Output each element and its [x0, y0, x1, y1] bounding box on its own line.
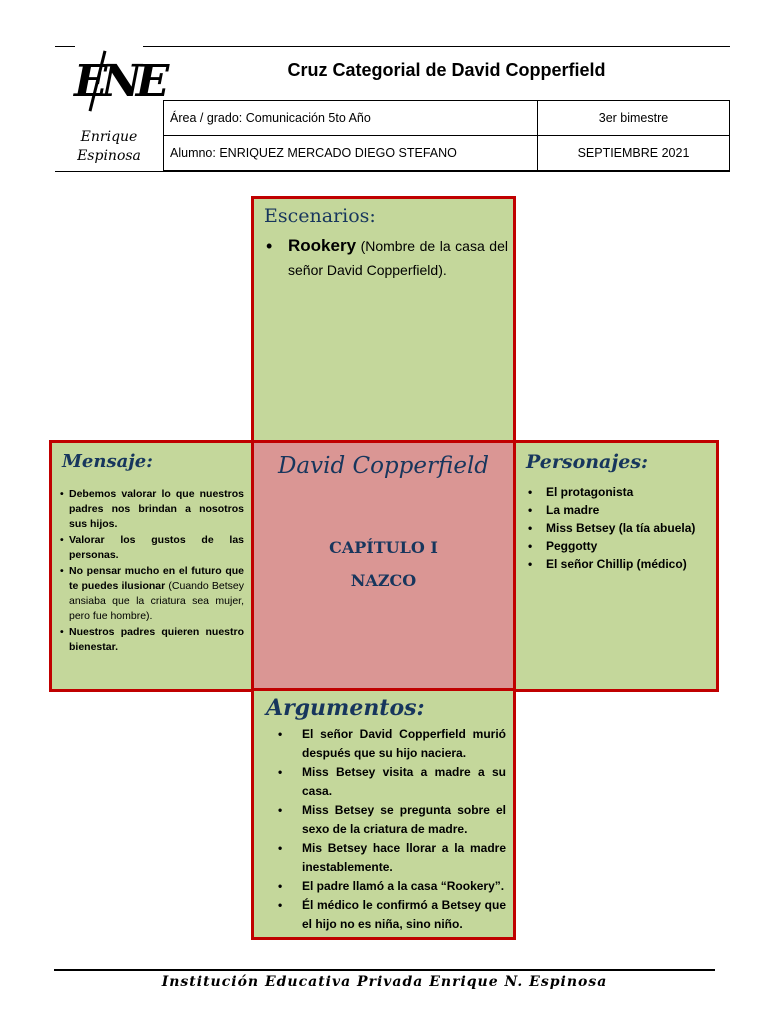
- list-item: Valorar los gustos de las personas.: [60, 533, 244, 563]
- center-box: David Copperfield CAPÍTULO I NAZCO: [251, 440, 516, 692]
- student-cell: Alumno: ENRIQUEZ MERCADO DIEGO STEFANO: [163, 135, 538, 171]
- escenarios-box: Escenarios: Rookery (Nombre de la casa d…: [251, 196, 516, 444]
- argumentos-box: Argumentos: El señor David Copperfield m…: [251, 688, 516, 940]
- info-row-area: Área / grado: Comunicación 5to Año 3er b…: [163, 100, 730, 136]
- info-row-student: Alumno: ENRIQUEZ MERCADO DIEGO STEFANO S…: [163, 135, 730, 171]
- logo-monogram: ENE: [74, 50, 169, 112]
- escenario-detail: (Nombre de la casa del señor David Coppe…: [288, 238, 508, 278]
- list-item: El padre llamó a la casa “Rookery”.: [276, 877, 506, 896]
- list-item: Miss Betsey se pregunta sobre el sexo de…: [276, 801, 506, 839]
- chapter-name: NAZCO: [350, 571, 417, 590]
- header-rule-top: [143, 46, 730, 47]
- list-item: Nuestros padres quieren nuestro bienesta…: [60, 625, 244, 655]
- mensaje-box: Mensaje: Debemos valorar lo que nuestros…: [49, 440, 254, 692]
- list-item: Rookery (Nombre de la casa del señor Dav…: [266, 234, 508, 282]
- school-logo: ENE Enrique Espinosa: [70, 50, 169, 170]
- personajes-title: Personajes:: [526, 451, 649, 473]
- personajes-box: Personajes: El protagonista La madre Mis…: [513, 440, 719, 692]
- list-item: El protagonista: [526, 483, 716, 501]
- list-item: Debemos valorar lo que nuestros padres n…: [60, 487, 244, 532]
- header-rule-left: [55, 46, 75, 47]
- mensaje-list: Debemos valorar lo que nuestros padres n…: [60, 487, 244, 656]
- escenarios-title: Escenarios:: [264, 205, 376, 227]
- personajes-list: El protagonista La madre Miss Betsey (la…: [526, 483, 716, 573]
- argumentos-title: Argumentos:: [266, 695, 425, 721]
- escenario-keyword: Rookery: [288, 236, 357, 255]
- list-item: Miss Betsey visita a madre a su casa.: [276, 763, 506, 801]
- list-item: Peggotty: [526, 537, 716, 555]
- logo-text: Enrique Espinosa: [70, 128, 148, 166]
- list-item: Mis Betsey hace llorar a la madre inesta…: [276, 839, 506, 877]
- list-item: No pensar mucho en el futuro que te pued…: [60, 564, 244, 624]
- date-cell: SEPTIEMBRE 2021: [537, 135, 730, 171]
- escenarios-list: Rookery (Nombre de la casa del señor Dav…: [266, 234, 508, 282]
- mensaje-title: Mensaje:: [62, 451, 153, 472]
- chapter-heading: CAPÍTULO I NAZCO: [254, 531, 513, 597]
- footer-rule: [54, 969, 715, 971]
- logo-line-1: Enrique: [80, 129, 138, 145]
- header-rule-bottom: [55, 171, 730, 172]
- period-cell: 3er bimestre: [537, 100, 730, 136]
- info-table: Área / grado: Comunicación 5to Año 3er b…: [163, 100, 730, 171]
- list-item: El señor David Copperfield murió después…: [276, 725, 506, 763]
- list-item: El señor Chillip (médico): [526, 555, 716, 573]
- list-item: Él médico le confirmó a Betsey que el hi…: [276, 896, 506, 934]
- chapter-number: CAPÍTULO I: [329, 538, 438, 557]
- document-title: Cruz Categorial de David Copperfield: [287, 60, 606, 80]
- argumentos-list: El señor David Copperfield murió después…: [276, 725, 506, 934]
- book-title: David Copperfield: [277, 453, 490, 479]
- list-item: Miss Betsey (la tía abuela): [526, 519, 716, 537]
- logo-line-2: Espinosa: [77, 148, 141, 164]
- list-item: La madre: [526, 501, 716, 519]
- footer-text: Institución Educativa Privada Enrique N.…: [161, 974, 608, 990]
- area-cell: Área / grado: Comunicación 5to Año: [163, 100, 538, 136]
